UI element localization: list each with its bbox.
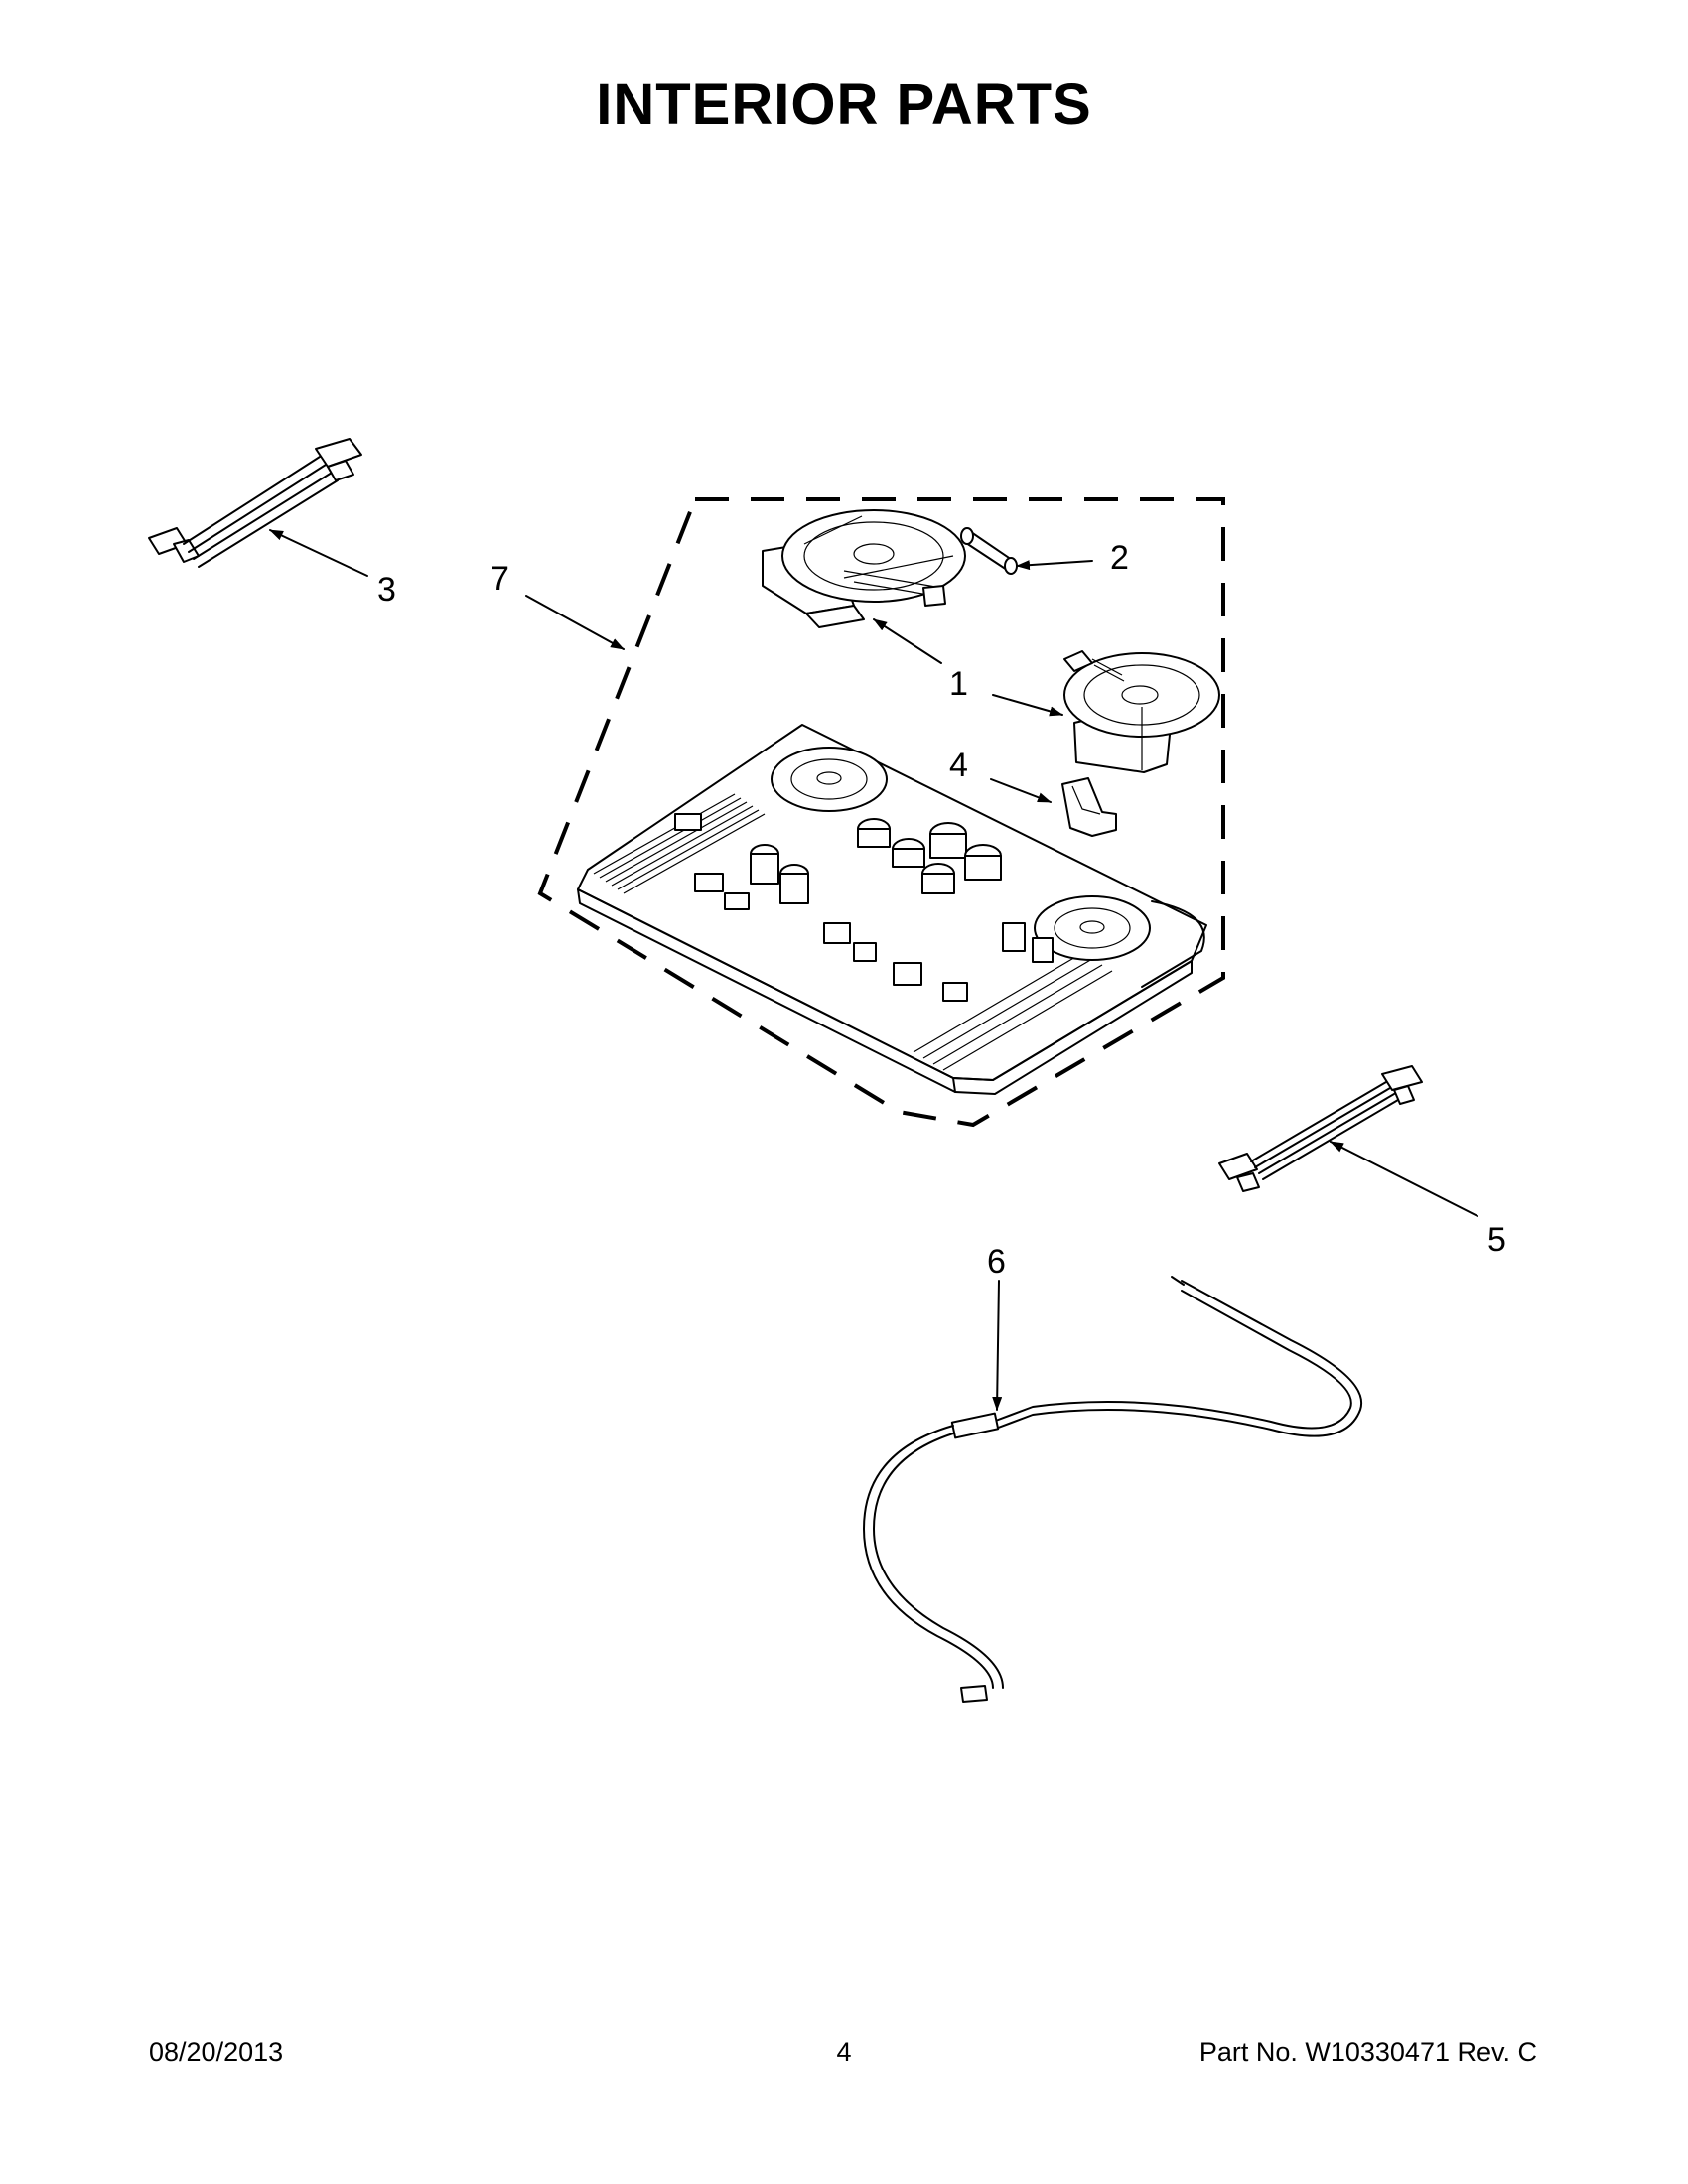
fuse-part-2 — [960, 527, 1018, 575]
leader-arrow-2 — [1016, 560, 1093, 571]
temperature-sensor-part-6 — [863, 1276, 1363, 1703]
callout-labels: 3 7 2 1 4 5 6 — [377, 539, 1506, 1281]
wire-harness-part-5 — [1218, 1065, 1423, 1192]
blower-fan-part-1-upper — [762, 509, 966, 628]
callout-1: 1 — [949, 665, 968, 703]
control-board-part-7 — [577, 724, 1207, 1095]
leader-arrow-6 — [992, 1280, 1003, 1411]
leader-arrow-7 — [525, 595, 625, 650]
callout-6: 6 — [987, 1243, 1006, 1281]
page-title: INTERIOR PARTS — [596, 72, 1092, 137]
bracket-part-4 — [1061, 777, 1117, 837]
leader-arrows — [269, 529, 1478, 1411]
leader-arrow-5 — [1330, 1141, 1478, 1217]
callout-2: 2 — [1110, 539, 1129, 577]
blower-fan-part-1-lower — [1063, 650, 1220, 773]
footer-page-number: 4 — [836, 2037, 852, 2067]
assembly-boundary-dashed — [537, 497, 1225, 1128]
leader-arrow-1-upper — [873, 618, 942, 664]
callout-3: 3 — [377, 571, 396, 609]
leader-arrow-1-lower — [992, 694, 1063, 717]
leader-arrow-3 — [269, 529, 368, 577]
footer-date: 08/20/2013 — [149, 2037, 284, 2067]
callout-5: 5 — [1487, 1221, 1506, 1259]
footer-part-number: Part No. W10330471 Rev. C — [1198, 2037, 1537, 2067]
callout-4: 4 — [949, 747, 968, 784]
callout-7: 7 — [491, 560, 509, 598]
leader-arrow-4 — [990, 778, 1052, 803]
wire-harness-part-3 — [148, 438, 362, 568]
